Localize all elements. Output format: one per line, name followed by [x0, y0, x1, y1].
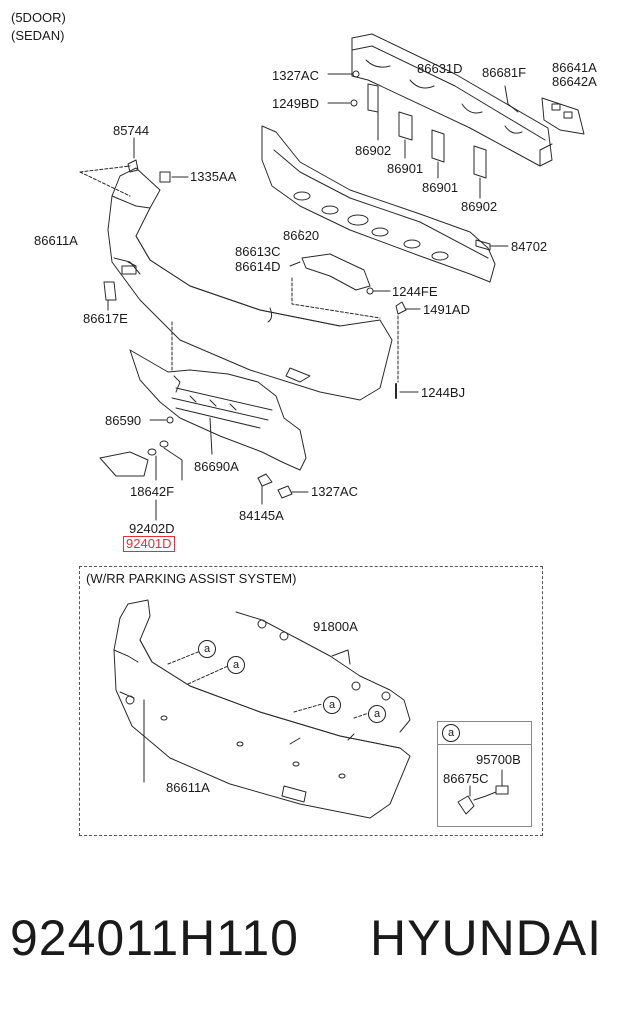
label-1244bj: 1244BJ [421, 385, 466, 400]
absorber-brackets-drawing [367, 83, 487, 179]
label-92402d: 92402D [129, 521, 175, 536]
bumper-cover-lower-drawing [113, 599, 411, 819]
legend-box [437, 721, 532, 827]
lamp-18642f-drawing [99, 451, 149, 477]
rod-86681f-drawing [504, 85, 519, 113]
label-86590: 86590 [105, 413, 142, 428]
label-92401d-highlighted[interactable]: 92401D [123, 536, 175, 552]
label-86901-b: 86901 [422, 180, 459, 195]
label-86620: 86620 [283, 228, 320, 243]
label-1244fe: 1244FE [392, 284, 438, 299]
brand-title: HYUNDAI [370, 910, 603, 966]
label-86614d: 86614D [235, 259, 281, 274]
label-84145a: 84145A [239, 508, 284, 523]
section-title: (W/RR PARKING ASSIST SYSTEM) [86, 571, 297, 586]
variant-caption-5door: (5DOOR) [11, 10, 66, 25]
label-18642f: 18642F [130, 484, 175, 499]
clip-1327ac-bot-drawing [277, 485, 293, 499]
label-86617e: 86617E [83, 311, 128, 326]
label-84702: 84702 [511, 239, 548, 254]
callout-a-3: a [323, 696, 341, 714]
label-1491ad: 1491AD [423, 302, 470, 317]
back-beam-drawing [351, 33, 553, 167]
label-86902-a: 86902 [355, 143, 392, 158]
callout-a-4: a [368, 705, 386, 723]
bolt-1249bd [350, 99, 358, 107]
sensor-harness-91800a-drawing [235, 611, 411, 733]
clip-84145a-drawing [257, 473, 273, 487]
label-86902-b: 86902 [461, 199, 498, 214]
variant-caption-sedan: (SEDAN) [11, 28, 65, 43]
label-1249bd: 1249BD [272, 96, 319, 111]
label-86642a: 86642A [552, 74, 597, 89]
side-bracket-drawing [541, 97, 585, 135]
label-86631d: 86631D [417, 61, 463, 76]
legend-callout-a: a [442, 724, 460, 742]
callout-a-1: a [198, 640, 216, 658]
label-86611a-lower: 86611A [166, 780, 210, 795]
callout-a-2: a [227, 656, 245, 674]
label-86641a: 86641A [552, 60, 597, 75]
label-86613c: 86613C [235, 244, 281, 259]
clip-84702-drawing [475, 239, 491, 251]
screw-1244fe [366, 287, 374, 295]
under-cover-drawing [129, 349, 307, 471]
label-1327ac-lower: 1327AC [311, 484, 358, 499]
energy-absorber-drawing [261, 125, 496, 283]
reflector-86617e-drawing [103, 281, 117, 301]
clip-86590 [166, 416, 174, 424]
label-86901-a: 86901 [387, 161, 424, 176]
side-bracket-86613c-drawing [301, 253, 371, 291]
label-86690a: 86690A [194, 459, 239, 474]
sensor-95700b-drawing [457, 769, 509, 815]
label-91800a: 91800A [313, 619, 358, 634]
label-85744: 85744 [113, 123, 150, 138]
part-number-title: 924011H110 [10, 910, 299, 966]
clip-85744-drawing [127, 159, 139, 173]
parking-assist-section [79, 566, 543, 836]
label-86611a-upper: 86611A [34, 233, 78, 248]
label-86681f: 86681F [482, 65, 527, 80]
label-95700b: 95700B [476, 752, 521, 767]
clip-1335aa-drawing [159, 171, 171, 183]
label-86675c: 86675C [443, 771, 489, 786]
bumper-cover-upper-drawing [107, 167, 393, 401]
clip-1491ad-drawing [395, 301, 407, 315]
label-1335aa: 1335AA [190, 169, 237, 184]
bolt-1327ac-top [352, 70, 360, 78]
label-1327ac-upper: 1327AC [272, 68, 319, 83]
